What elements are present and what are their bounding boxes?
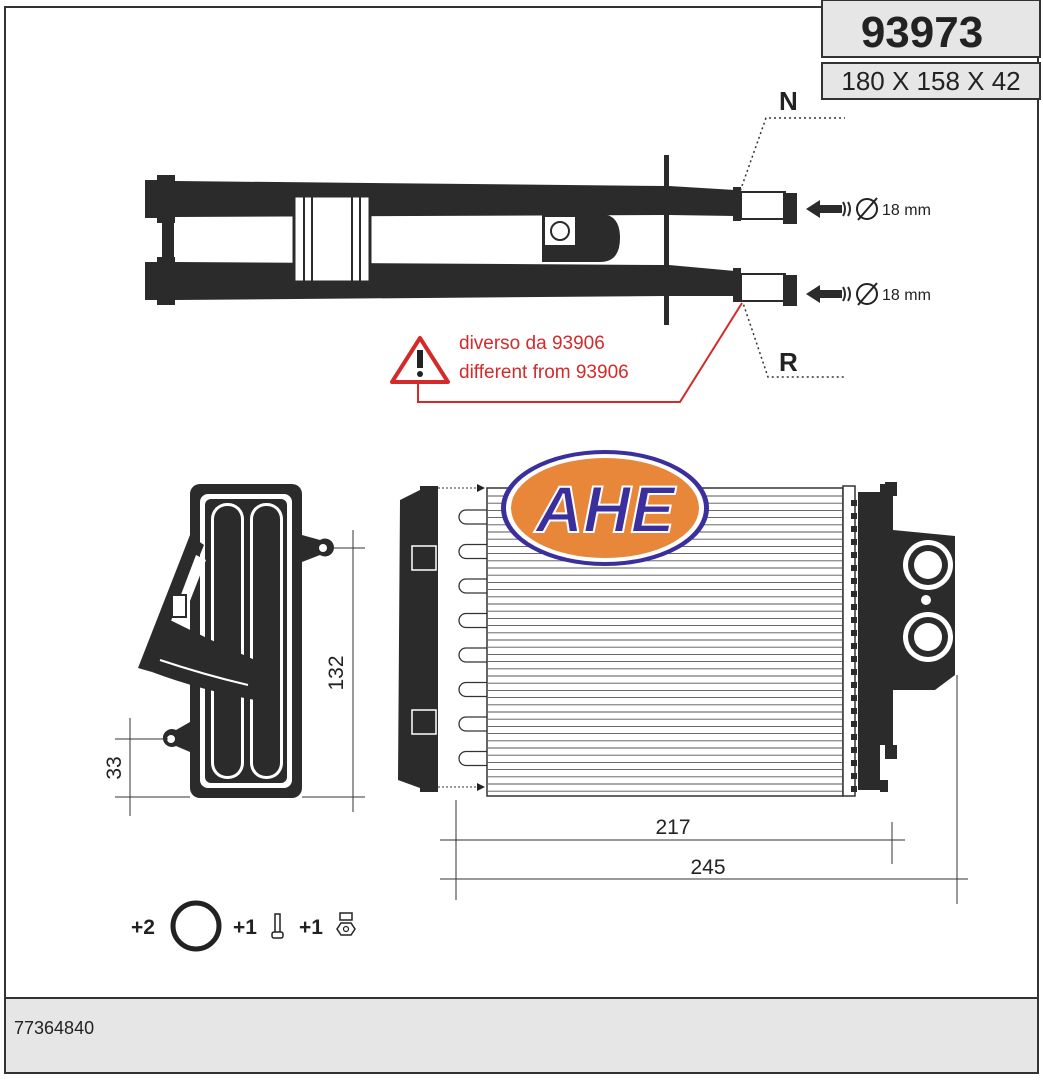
- dimension-33: 33: [103, 718, 190, 816]
- tube-loop: [458, 716, 487, 732]
- dimension-core-width: 217: [655, 816, 690, 839]
- nut-icon: [336, 912, 356, 936]
- dimension-total-width: 245: [690, 856, 725, 879]
- header-tick: [851, 591, 857, 597]
- tube-loop: [458, 612, 487, 629]
- nut-quantity: +1: [299, 916, 323, 939]
- diameter-icon: [856, 282, 878, 306]
- inlet-leader: N: [736, 86, 845, 201]
- header-tick: [851, 721, 857, 727]
- tube-loop: [458, 509, 487, 525]
- warning-callout: diverso da 93906 different from 93906: [390, 302, 743, 403]
- inlet-label: N: [779, 86, 798, 116]
- part-number: 93973: [861, 8, 983, 57]
- header-tick: [851, 604, 857, 610]
- warning-triangle-icon: [390, 336, 450, 384]
- header-tick: [851, 630, 857, 636]
- side-view: [138, 484, 334, 798]
- dimension-offset: 33: [103, 756, 126, 779]
- pipe-assembly: [145, 155, 797, 325]
- inlet-flow-arrow: 18 mm: [806, 197, 931, 221]
- ahe-logo: AHE: [501, 450, 709, 566]
- header-tick: [851, 526, 857, 532]
- tube-loops: [458, 509, 487, 767]
- warning-text-en: different from 93906: [459, 362, 629, 383]
- footer-box: 77364840: [4, 997, 1039, 1074]
- warning-text-it: diverso da 93906: [459, 333, 605, 354]
- header-tick: [851, 643, 857, 649]
- oem-reference: 77364840: [14, 1018, 94, 1038]
- header-tick: [851, 747, 857, 753]
- oring-quantity: +2: [131, 916, 155, 939]
- header-tick: [851, 773, 857, 779]
- header-tick: [851, 682, 857, 688]
- header-tick: [851, 539, 857, 545]
- overall-dimensions: 180 X 158 X 42: [841, 66, 1020, 96]
- header-tick: [851, 552, 857, 558]
- tube-loop: [458, 750, 487, 767]
- header-tick: [851, 695, 857, 701]
- tube-loop: [458, 681, 487, 698]
- outlet-diameter: 18 mm: [882, 287, 931, 304]
- header-tick: [851, 578, 857, 584]
- accessories: +2 +1 +1: [131, 900, 356, 952]
- part-number-box: 93973: [821, 0, 1041, 58]
- header-ticks: [851, 500, 857, 792]
- tube-loop: [458, 578, 487, 594]
- tube-loop: [458, 647, 487, 663]
- outlet-leader: R: [741, 299, 845, 378]
- dimension-132: 132: [302, 530, 365, 812]
- header-tick: [851, 760, 857, 766]
- header-tick: [851, 500, 857, 506]
- screw-quantity: +1: [233, 916, 257, 939]
- header-tick: [851, 734, 857, 740]
- header-tick: [851, 786, 857, 792]
- diameter-icon: [856, 197, 878, 221]
- header-tick: [851, 708, 857, 714]
- logo-text: AHE: [533, 472, 676, 546]
- outlet-label: R: [779, 347, 798, 377]
- dimension-box: 180 X 158 X 42: [821, 62, 1041, 100]
- header-tick: [851, 656, 857, 662]
- dimension-height: 132: [325, 655, 348, 690]
- inlet-diameter: 18 mm: [882, 202, 931, 219]
- header-tick: [851, 513, 857, 519]
- outlet-flow-arrow: 18 mm: [806, 282, 931, 306]
- header-tick: [851, 617, 857, 623]
- header-tick: [851, 669, 857, 675]
- screw-icon: [271, 913, 284, 939]
- oring-icon: [170, 900, 222, 952]
- dimension-217: 217: [440, 800, 905, 900]
- dimension-245: 245: [440, 675, 968, 904]
- header-tick: [851, 565, 857, 571]
- tube-loop: [458, 543, 487, 560]
